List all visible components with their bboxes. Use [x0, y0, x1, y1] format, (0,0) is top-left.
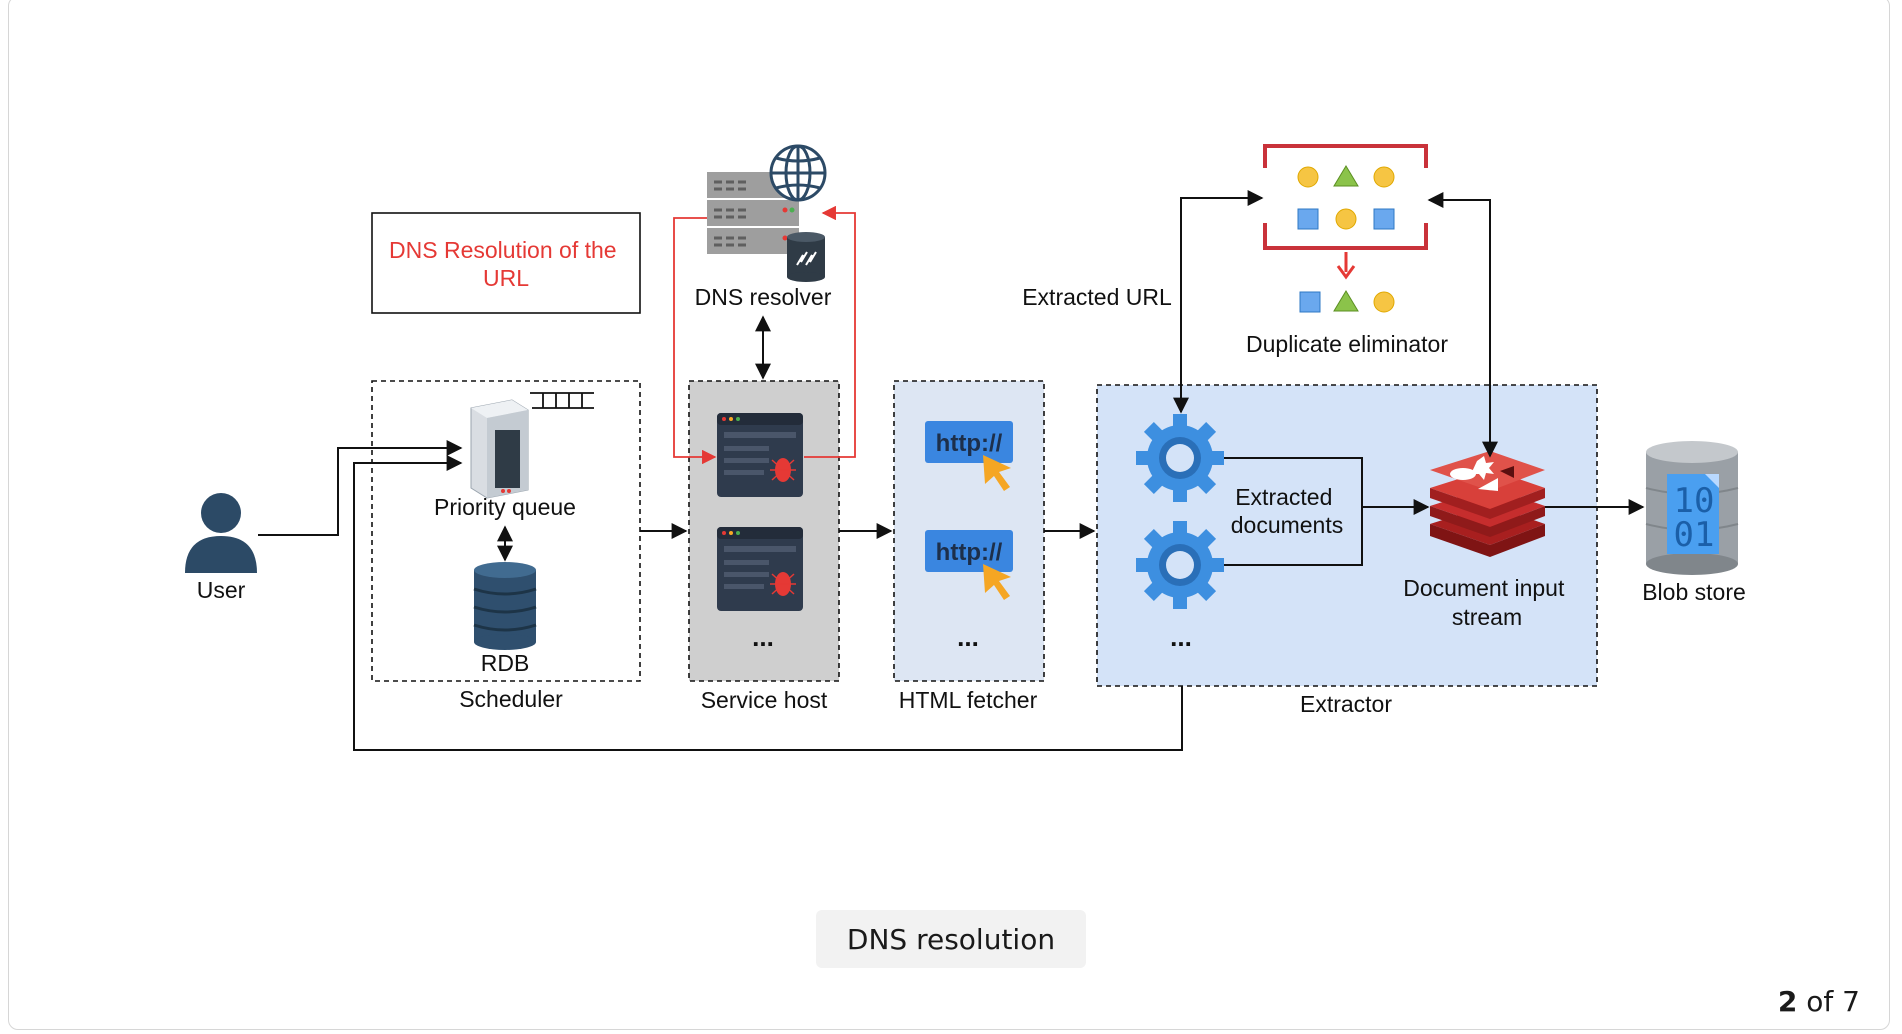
rdb-label: RDB: [481, 650, 530, 676]
extracted-documents-label: Extracted documents: [1231, 484, 1344, 538]
queue-icon: [530, 392, 594, 409]
cursor-icon: [983, 455, 1011, 491]
blob-digits-bottom: 01: [1674, 515, 1715, 555]
gear-icon: [1136, 521, 1224, 609]
priority-queue-icon: [470, 399, 529, 499]
extracted-url-label: Extracted URL: [1022, 284, 1172, 310]
slide-caption: DNS resolution: [816, 910, 1086, 968]
user-to-scheduler-arrow: [258, 440, 463, 536]
rdb-icon: [473, 562, 537, 650]
annotation-box: [371, 212, 641, 314]
duplicate-eliminator-label: Duplicate eliminator: [1246, 331, 1448, 357]
cursor-icon: [983, 564, 1011, 600]
feedback-loop-arrow: [353, 455, 1183, 751]
pager-current: 2: [1777, 985, 1798, 1018]
dns-response-red-path: [804, 205, 856, 458]
globe-icon: [769, 144, 827, 202]
priority-queue-label: Priority queue: [434, 494, 576, 520]
extracted-url-arrow: [1173, 190, 1264, 414]
blob-store-icon: 10 01: [1645, 441, 1739, 575]
stream-to-dedup-arrow: [1427, 192, 1498, 458]
http-badge-2: http://: [925, 530, 1013, 600]
dns-resolver-label: DNS resolver: [695, 284, 832, 310]
cache-db-icon: [787, 232, 825, 282]
blob-store-label: Blob store: [1642, 579, 1746, 605]
http-badge-1: http://: [925, 421, 1013, 491]
gear1-to-stream-path: [1224, 457, 1363, 507]
gear2-to-stream-path: [1224, 507, 1363, 566]
http-label-1: http://: [936, 430, 1003, 457]
html-fetcher-ellipsis: ...: [957, 622, 979, 652]
extractor-label: Extractor: [1300, 691, 1392, 717]
document-input-stream-label: Document input stream: [1403, 575, 1570, 630]
user-label: User: [197, 577, 246, 603]
dns-resolver-icon: [707, 172, 799, 254]
user-icon: [185, 493, 257, 573]
dns-request-red-path: [673, 217, 717, 465]
crawler-window-1: [717, 413, 803, 497]
http-label-2: http://: [936, 539, 1003, 566]
slide-pager[interactable]: 2 of 7: [1778, 985, 1860, 1018]
crawler-window-2: [717, 527, 803, 611]
duplicate-eliminator-icon: [1263, 144, 1428, 313]
blob-digits-top: 10: [1674, 481, 1715, 521]
annotation-text: DNS Resolution of the URL: [389, 237, 623, 291]
extractor-ellipsis: ...: [1170, 622, 1192, 652]
html-fetcher-label: HTML fetcher: [899, 687, 1038, 713]
service-host-ellipsis: ...: [752, 622, 774, 652]
scheduler-label: Scheduler: [459, 686, 563, 712]
pager-total: of 7: [1806, 985, 1860, 1018]
document-input-stream-icon: [1430, 451, 1545, 557]
service-host-label: Service host: [701, 687, 828, 713]
gear-icon: [1136, 414, 1224, 502]
